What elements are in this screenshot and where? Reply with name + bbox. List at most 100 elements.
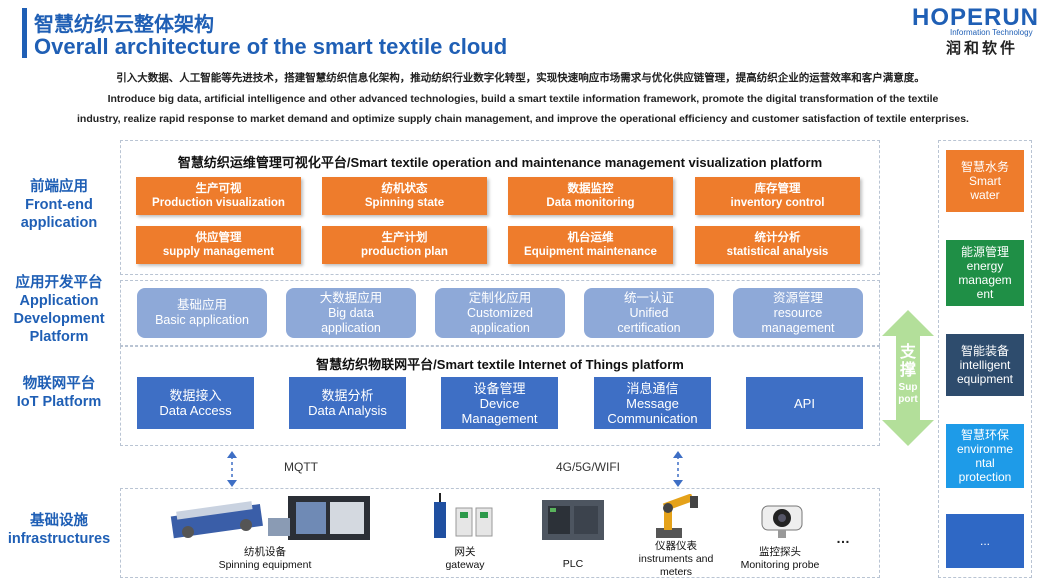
side-en: energy — [966, 259, 1004, 273]
side-en: ... — [979, 534, 990, 548]
device-label-spinning: 纺机设备 Spinning equipment — [200, 546, 330, 572]
item-cn: 统计分析 — [754, 232, 801, 244]
side-cn: 智能装备 — [960, 344, 1009, 358]
device-en: Spinning equipment — [218, 559, 312, 571]
device-label-instruments: 仪器仪表 instruments and meters — [626, 540, 726, 579]
side-en: environme — [956, 442, 1014, 456]
side-item-energy[interactable]: 能源管理 energy managem ent — [946, 240, 1024, 306]
side-cn: 智慧水务 — [960, 160, 1009, 174]
logo-subtitle: Information Technology — [950, 28, 1033, 37]
item-cn: 数据分析 — [321, 388, 374, 403]
device-cn: 纺机设备 — [244, 546, 286, 558]
item-cn: 统一认证 — [623, 290, 674, 305]
support-en: port — [898, 394, 918, 405]
row-label-en: IoT Platform — [16, 394, 102, 410]
item-en: application — [470, 320, 530, 335]
item-cn: 纺机状态 — [381, 183, 428, 195]
device-label-probe: 监控探头 Monitoring probe — [730, 546, 830, 572]
device-en: instruments and — [638, 553, 714, 565]
item-en: management — [761, 320, 835, 335]
row-label-en: Front-end — [25, 197, 93, 213]
frontend-item[interactable]: 机台运维 Equipment maintenance — [508, 226, 673, 264]
spinning-equipment-icon — [170, 496, 370, 540]
iot-section-title: 智慧纺织物联网平台/Smart textile Internet of Thin… — [316, 357, 684, 372]
item-cn: 库存管理 — [754, 183, 801, 195]
item-en: Message — [626, 395, 679, 411]
row-label-en: infrastructures — [7, 531, 111, 547]
instruments-icon — [656, 494, 698, 538]
item-cn: 生产可视 — [195, 183, 242, 195]
appdev-section — [120, 280, 880, 346]
row-label-infra: 基础设施 infrastructures — [0, 512, 118, 548]
item-cn: 数据监控 — [567, 183, 614, 195]
row-label-cn: 基础设施 — [30, 513, 88, 529]
intro-en: Introduce big data, artificial intellige… — [28, 89, 1018, 129]
item-en: Data monitoring — [546, 197, 635, 209]
row-label-cn: 应用开发平台 — [15, 275, 103, 291]
item-en: resource — [773, 305, 823, 320]
page-title-cn: 智慧纺织云整体架构 — [34, 14, 214, 36]
side-en: protection — [958, 470, 1012, 484]
item-cn: 供应管理 — [195, 232, 242, 244]
row-label-en: Development — [13, 311, 105, 327]
item-cn: 消息通信 — [626, 380, 679, 396]
item-en: Communication — [607, 410, 698, 426]
item-en: Production visualization — [152, 197, 285, 209]
iot-item-api[interactable]: API — [746, 377, 863, 429]
side-en: Smart — [968, 174, 1001, 188]
item-cn: 大数据应用 — [319, 290, 383, 305]
item-en: certification — [617, 320, 681, 335]
side-item-environment[interactable]: 智慧环保 environme ntal protection — [946, 424, 1024, 488]
device-label-gateway: 网关 gateway — [430, 546, 500, 572]
row-label-iot: 物联网平台 IoT Platform — [0, 375, 118, 411]
side-item-more[interactable]: ... — [946, 514, 1024, 568]
item-en: Equipment maintenance — [524, 246, 657, 258]
row-label-en: application — [20, 215, 98, 231]
side-item-smart-water[interactable]: 智慧水务 Smart water — [946, 150, 1024, 212]
gateway-icon — [434, 493, 493, 538]
row-label-en: Application — [19, 293, 99, 309]
side-cn: 能源管理 — [960, 245, 1009, 259]
intro-cn: 引入大数据、人工智能等先进技术，搭建智慧纺织信息化架构，推动纺织行业数字化转型，… — [116, 72, 925, 84]
infra-section — [120, 488, 880, 578]
item-en: Unified — [629, 305, 669, 320]
frontend-item[interactable]: 数据监控 Data monitoring — [508, 177, 673, 215]
connector-arrow-right — [673, 451, 683, 487]
item-en: Big data — [328, 305, 374, 320]
item-en: Device — [479, 395, 520, 411]
iot-section — [120, 346, 880, 446]
logo-cn-name: 润和软件 — [946, 40, 1019, 57]
support-column — [938, 140, 1032, 578]
side-en: managem — [958, 273, 1012, 287]
item-en: Management — [461, 410, 538, 426]
side-item-equipment[interactable]: 智能装备 intelligent equipment — [946, 334, 1024, 396]
side-en: water — [970, 188, 1000, 202]
support-label-en: Sup port — [880, 382, 936, 406]
side-cn: 智慧环保 — [960, 428, 1009, 442]
item-cn: 设备管理 — [473, 380, 526, 396]
connector-arrow-left — [227, 451, 237, 487]
item-cn: 数据接入 — [169, 388, 222, 403]
device-en: PLC — [562, 558, 584, 570]
side-en: equipment — [956, 372, 1014, 386]
frontend-item[interactable]: 生产可视 Production visualization — [136, 177, 301, 215]
item-cn: 机台运维 — [567, 232, 614, 244]
page-title-en: Overall architecture of the smart textil… — [34, 34, 508, 59]
device-en: Monitoring probe — [740, 559, 820, 571]
device-en: gateway — [445, 559, 485, 571]
side-en: intelligent — [959, 358, 1011, 372]
